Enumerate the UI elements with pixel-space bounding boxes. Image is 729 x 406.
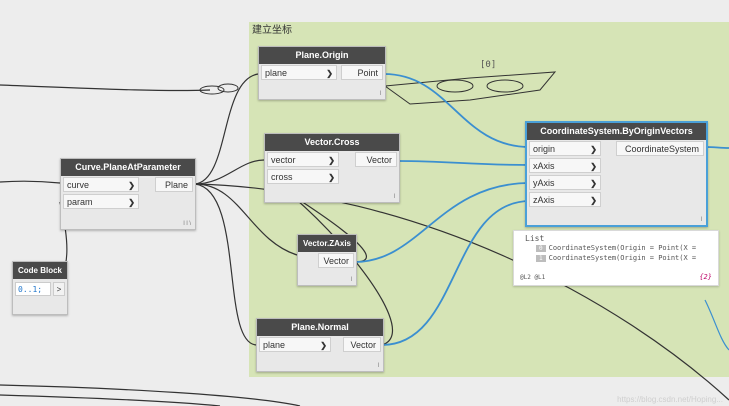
wire-external-top (0, 84, 211, 92)
output-port-code[interactable]: > (53, 282, 65, 296)
port-arrow-icon: ❯ (328, 156, 335, 165)
code-editor[interactable]: 0..1; (15, 282, 51, 296)
input-port-plane[interactable]: plane ❯ (259, 337, 331, 352)
preview-title: List (525, 234, 545, 243)
output-port-vector[interactable]: Vector (318, 253, 354, 268)
port-arrow-icon: ❯ (590, 179, 597, 188)
input-port-zaxis[interactable]: zAxis ❯ (529, 192, 601, 207)
port-arrow-icon: ❯ (590, 162, 597, 171)
port-label: plane (265, 68, 288, 78)
input-port-curve[interactable]: curve ❯ (63, 177, 139, 192)
port-label: vector (271, 155, 296, 165)
preview-count: {2} (699, 273, 712, 281)
port-label: zAxis (533, 195, 555, 205)
port-label: origin (533, 144, 556, 154)
node-footer: l (377, 363, 379, 369)
node-footer: l (393, 194, 395, 200)
wire-plane-to-normal (194, 183, 258, 346)
output-port-plane[interactable]: Plane (155, 177, 193, 192)
input-port-origin[interactable]: origin ❯ (529, 141, 601, 156)
port-arrow-icon: ❯ (128, 181, 135, 190)
node-footer: l (379, 91, 381, 97)
port-label: param (67, 197, 93, 207)
port-arrow-icon: ❯ (328, 173, 335, 182)
node-title: Vector.Cross (265, 134, 399, 151)
preview-item-text: CoordinateSystem(Origin = Point(X = (548, 244, 697, 252)
node-title: Vector.ZAxis (298, 235, 356, 252)
preview-item-index: 1 (536, 255, 546, 262)
node-title: Curve.PlaneAtParameter (61, 159, 195, 176)
node-footer: l (700, 217, 702, 223)
preview-item-index: 0 (536, 245, 546, 252)
geometry-ring-1 (436, 79, 474, 93)
preview-levels: @L2 @L1 (520, 274, 546, 281)
node-title: Code Block (13, 262, 67, 279)
node-coordinate-system[interactable]: CoordinateSystem.ByOriginVectors origin … (525, 121, 708, 227)
watermark: https://blog.csdn.net/Hoping... (617, 395, 723, 404)
node-vector-zaxis[interactable]: Vector.ZAxis Vector l (297, 234, 357, 286)
port-arrow-icon: ❯ (128, 198, 135, 207)
geometry-ring-4 (217, 83, 239, 93)
output-port-point[interactable]: Point (341, 65, 383, 80)
node-vector-cross[interactable]: Vector.Cross vector ❯ Vector cross ❯ l (264, 133, 400, 203)
input-port-plane[interactable]: plane ❯ (261, 65, 337, 80)
port-label: plane (263, 340, 286, 350)
geometry-ring-3 (199, 85, 225, 95)
output-port-vector[interactable]: Vector (355, 152, 397, 167)
group-title[interactable]: 建立坐标 (252, 25, 292, 36)
wire-coord-out (704, 146, 729, 149)
port-label: yAxis (533, 178, 555, 188)
wire-normal-to-zaxis (381, 200, 531, 346)
node-title: Plane.Origin (259, 47, 385, 64)
port-arrow-icon: ❯ (590, 196, 597, 205)
wire-bottom-2 (0, 394, 221, 406)
node-title: CoordinateSystem.ByOriginVectors (527, 123, 706, 140)
node-code-block[interactable]: Code Block 0..1; > (12, 261, 68, 315)
port-arrow-icon: ❯ (590, 145, 597, 154)
port-label: curve (67, 180, 90, 190)
lacing-indicator[interactable]: l l \ (183, 221, 191, 227)
node-footer: l (350, 277, 352, 283)
wire-cross-to-xaxis (397, 160, 531, 166)
input-port-xaxis[interactable]: xAxis ❯ (529, 158, 601, 173)
port-label: xAxis (533, 161, 555, 171)
port-arrow-icon: ❯ (326, 69, 333, 78)
wire-plane-to-zaxis (194, 183, 298, 256)
wire-bottom-1 (0, 384, 301, 406)
node-title: Plane.Normal (257, 319, 383, 336)
port-arrow-icon: ❯ (320, 341, 327, 350)
wire-zaxis-to-yaxis (354, 182, 531, 263)
output-port-coordinate-system[interactable]: CoordinateSystem (616, 141, 704, 156)
wire-point-to-origin (383, 73, 531, 148)
preview-item-text: CoordinateSystem(Origin = Point(X = (548, 254, 697, 262)
node-curve-plane-at-parameter[interactable]: Curve.PlaneAtParameter curve ❯ Plane par… (60, 158, 196, 230)
wire-plane-to-cross (194, 159, 265, 185)
input-port-param[interactable]: param ❯ (63, 194, 139, 209)
input-port-yaxis[interactable]: yAxis ❯ (529, 175, 601, 190)
output-port-vector[interactable]: Vector (343, 337, 381, 352)
geometry-ring-2 (486, 79, 524, 93)
list-index-label: [0] (480, 60, 497, 70)
node-plane-origin[interactable]: Plane.Origin plane ❯ Point l (258, 46, 386, 100)
port-label: cross (271, 172, 293, 182)
node-plane-normal[interactable]: Plane.Normal plane ❯ Vector l (256, 318, 384, 372)
wire-plane-to-origin (194, 73, 259, 185)
wire-blue-lower (704, 299, 729, 351)
wire-external-left (0, 180, 61, 184)
input-port-cross[interactable]: cross ❯ (267, 169, 339, 184)
geometry-preview (383, 71, 557, 105)
input-port-vector[interactable]: vector ❯ (267, 152, 339, 167)
